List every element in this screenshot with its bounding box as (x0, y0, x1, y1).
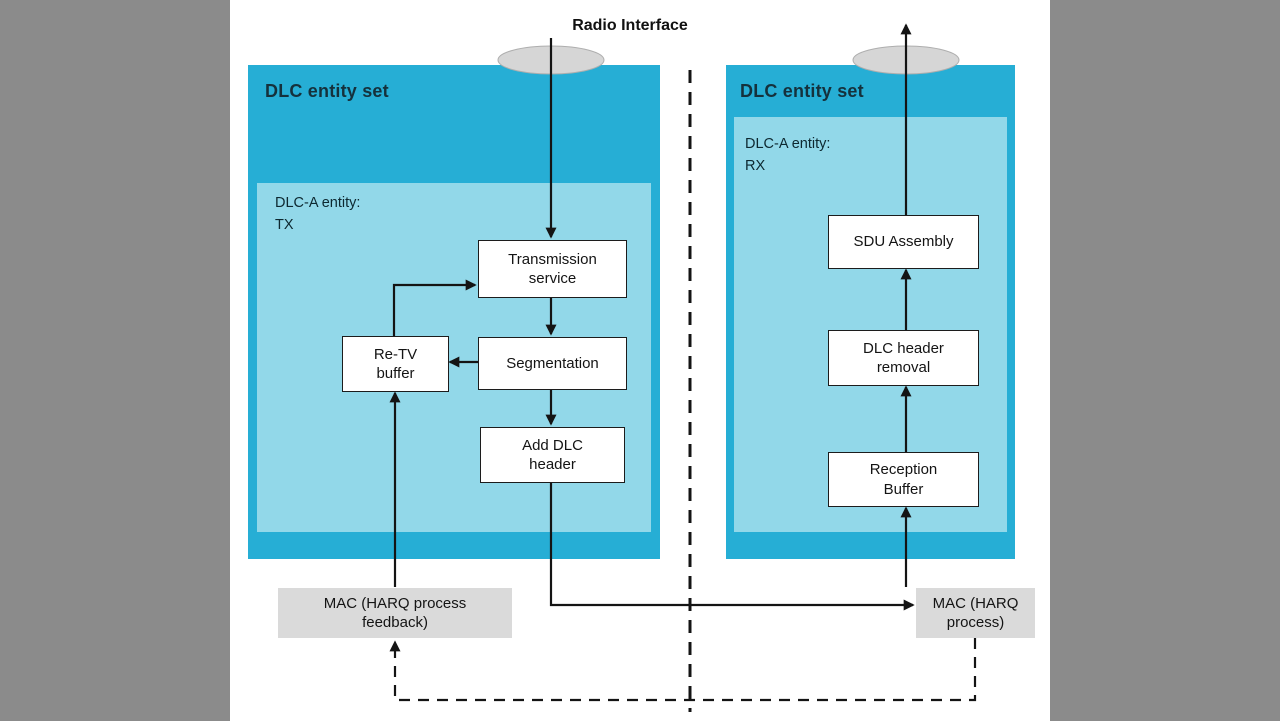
arrow-retv-buffer-to-transmission-service (392, 279, 477, 336)
left-entity-label: DLC-A entity: TX (275, 195, 361, 234)
sdu-assembly-box: SDU Assembly (828, 215, 979, 269)
mac-harq-feedback-box: MAC (HARQ process feedback) (278, 588, 512, 638)
right-entity-label: DLC-A entity: RX (745, 136, 831, 175)
retv-buffer-label: Re-TV buffer (373, 345, 418, 382)
mac-harq-process-label: MAC (HARQ process) (932, 594, 1019, 632)
mac-harq-process-box: MAC (HARQ process) (916, 588, 1035, 638)
right-panel-header: DLC entity set (740, 81, 864, 101)
arrow-add-dlc-header-to-mac (549, 481, 915, 611)
left-panel-header: DLC entity set (265, 81, 389, 101)
dlc-header-removal-label: DLC header removal (863, 339, 944, 376)
mac-harq-feedback-label: MAC (HARQ process feedback) (323, 594, 467, 632)
sdu-assembly-label: SDU Assembly (853, 233, 954, 251)
transmission-service-box: Transmission service (478, 240, 627, 298)
reception-buffer-label: Reception Buffer (869, 461, 938, 498)
transmission-service-label: Transmission service (508, 250, 597, 287)
dlc-header-removal-box: DLC header removal (828, 330, 979, 386)
add-dlc-header-label: Add DLC header (522, 436, 583, 473)
segmentation-label: Segmentation (506, 354, 599, 372)
dashed-harq-feedback-path (389, 638, 977, 702)
retv-buffer-box: Re-TV buffer (342, 336, 449, 392)
segmentation-box: Segmentation (478, 337, 627, 390)
radio-interface-title: Radio Interface (572, 17, 688, 34)
add-dlc-header-box: Add DLC header (480, 427, 625, 483)
reception-buffer-box: Reception Buffer (828, 452, 979, 507)
